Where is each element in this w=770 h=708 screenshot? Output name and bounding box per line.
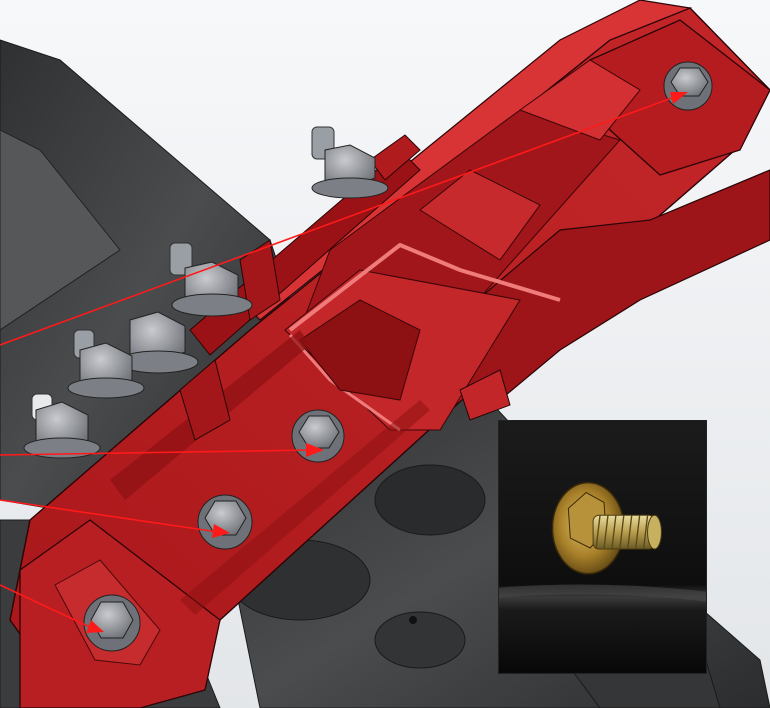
flange-bolt-2 xyxy=(169,242,253,317)
frame-bolt-top-right xyxy=(663,61,713,111)
arrowhead-3 xyxy=(212,524,230,538)
flange-bolt-4 xyxy=(67,329,145,399)
inset-photo xyxy=(498,420,707,674)
arrowhead-2 xyxy=(306,443,324,457)
leader-line-2 xyxy=(0,449,313,456)
leader-line-4 xyxy=(0,584,93,629)
flange-bolts xyxy=(23,126,389,459)
flange-bolt-1 xyxy=(311,126,389,199)
frame-bolt-middle xyxy=(291,409,345,463)
arrowhead-1 xyxy=(670,92,688,104)
leader-line-1 xyxy=(0,94,681,346)
leader-line-3 xyxy=(0,499,219,533)
flange-bolt-5 xyxy=(23,393,101,459)
arrowhead-4 xyxy=(86,620,104,633)
leader-lines xyxy=(0,92,688,633)
frame-bolt-lower xyxy=(197,494,253,550)
fastener-thread xyxy=(592,514,662,550)
flange-bolt-3 xyxy=(117,311,199,374)
frame-bolt-bottom-left xyxy=(83,594,141,652)
